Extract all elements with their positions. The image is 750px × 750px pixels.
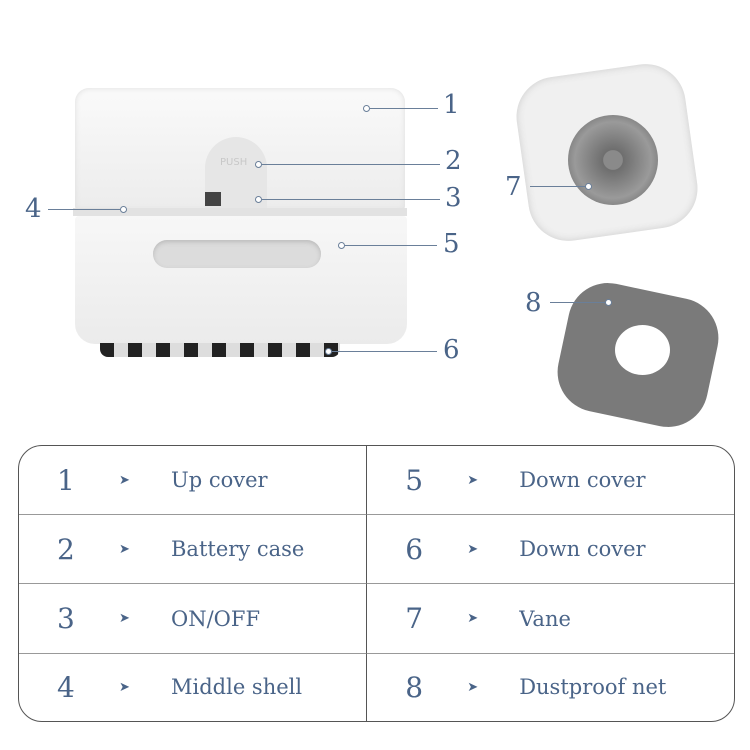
base-wheels bbox=[100, 343, 340, 357]
table-row: 2 ➤ Battery case 6 ➤ Down cover bbox=[19, 515, 734, 585]
callout-dot bbox=[585, 183, 592, 190]
callout-dot bbox=[605, 299, 612, 306]
part-number: 3 bbox=[19, 584, 118, 654]
callout-line bbox=[332, 351, 437, 352]
down-cover bbox=[75, 216, 407, 344]
callout-line bbox=[262, 199, 440, 200]
callout-line bbox=[345, 245, 437, 246]
table-row: 3 ➤ ON/OFF 7 ➤ Vane bbox=[19, 584, 734, 654]
power-switch bbox=[205, 192, 221, 206]
callout-5: 5 bbox=[443, 229, 460, 259]
part-label: Battery case bbox=[170, 515, 368, 585]
callout-line bbox=[262, 164, 440, 165]
push-text: PUSH bbox=[220, 157, 248, 168]
callout-dot bbox=[255, 161, 262, 168]
middle-shell bbox=[73, 208, 407, 216]
callout-line bbox=[530, 186, 585, 187]
part-number: 1 bbox=[19, 446, 118, 516]
part-number: 2 bbox=[19, 515, 118, 585]
callout-dot bbox=[120, 206, 127, 213]
part-label: Down cover bbox=[518, 446, 734, 516]
callout-1: 1 bbox=[443, 90, 460, 120]
part-label: Dustproof net bbox=[519, 675, 667, 700]
callout-8: 8 bbox=[525, 288, 542, 318]
callout-line bbox=[48, 209, 120, 210]
arrow-icon: ➤ bbox=[118, 515, 170, 585]
part-label: Down cover bbox=[518, 515, 734, 585]
table-row: 4 ➤ Middle shell 8 ➤ Dustproof net bbox=[19, 653, 734, 721]
part-number: 7 bbox=[367, 584, 467, 654]
callout-dot bbox=[325, 348, 332, 355]
side-window bbox=[153, 240, 321, 268]
callout-7: 7 bbox=[505, 172, 522, 202]
arrow-icon: ➤ bbox=[118, 446, 170, 516]
arrow-icon: ➤ bbox=[119, 679, 130, 695]
callout-6: 6 bbox=[443, 335, 460, 365]
callout-dot bbox=[338, 242, 345, 249]
callout-dot bbox=[363, 105, 370, 112]
parts-table: 1 ➤ Up cover 5 ➤ Down cover 2 ➤ Battery … bbox=[18, 445, 735, 722]
callout-line bbox=[550, 302, 605, 303]
callout-dot bbox=[255, 196, 262, 203]
arrow-icon: ➤ bbox=[466, 446, 519, 516]
part-number: 4 bbox=[57, 670, 75, 704]
arrow-icon: ➤ bbox=[466, 515, 519, 585]
callout-2: 2 bbox=[445, 146, 462, 176]
part-number: 6 bbox=[367, 515, 467, 585]
net-hole bbox=[615, 325, 670, 375]
vane-fan bbox=[568, 115, 658, 205]
part-label: ON/OFF bbox=[170, 584, 368, 654]
callout-4: 4 bbox=[25, 194, 42, 224]
part-label: Middle shell bbox=[170, 653, 368, 721]
part-number: 5 bbox=[367, 446, 467, 516]
callout-line bbox=[370, 108, 438, 109]
arrow-icon: ➤ bbox=[466, 584, 519, 654]
part-label: Vane bbox=[518, 584, 734, 654]
part-label: Up cover bbox=[170, 446, 368, 516]
table-row: 1 ➤ Up cover 5 ➤ Down cover bbox=[19, 446, 734, 516]
callout-3: 3 bbox=[445, 183, 462, 213]
arrow-icon: ➤ bbox=[467, 679, 479, 695]
arrow-icon: ➤ bbox=[118, 584, 170, 654]
part-number: 8 bbox=[405, 670, 424, 704]
